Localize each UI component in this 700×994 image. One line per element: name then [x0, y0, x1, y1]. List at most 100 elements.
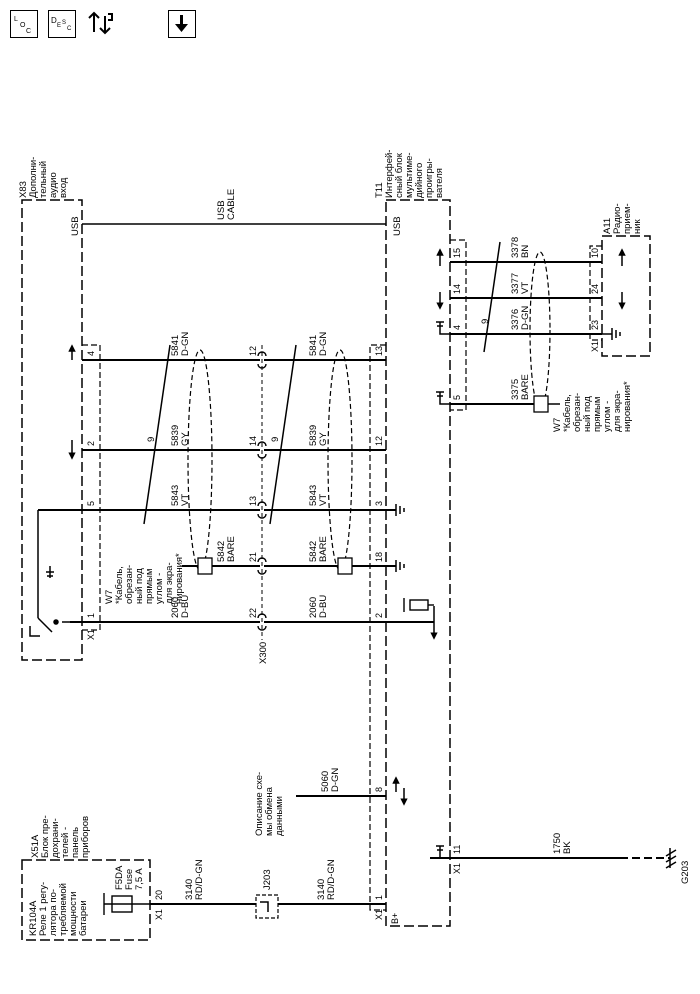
w2060-color-a: D-BU [180, 595, 191, 618]
w3376-color: D-GN [520, 306, 531, 330]
a11-desc-2: ник [632, 218, 643, 234]
j203-id: J203 [262, 869, 273, 890]
wire-5843 [37, 509, 396, 618]
w5842-color-a: BARE [226, 536, 237, 562]
twist-label-a: 9 [146, 437, 157, 442]
w5841-color-a: D-GN [180, 332, 191, 356]
t11-desc-2: мультиме- [404, 152, 415, 198]
t11-usb-label: USB [392, 216, 403, 236]
w2060-circuit-a: 2060 [170, 597, 181, 618]
comm-desc-1: мы обмена [264, 786, 275, 836]
kr104a-desc-2: требляемой [58, 883, 69, 936]
w3140-color-a: RD/D-GN [194, 859, 205, 900]
kr104a-id: KR104A [28, 900, 39, 936]
w5841-circuit-a: 5841 [170, 335, 181, 356]
w3377-circuit: 3377 [510, 273, 521, 294]
w7b-line-1: *Кабель, [562, 394, 573, 432]
x83-module-box [21, 199, 101, 661]
x83-pin-2: 2 [86, 441, 96, 446]
twist-label-b: 9 [270, 437, 281, 442]
diagnostic-arrows-wrench-icon [88, 11, 113, 35]
usb-cable-label-1: CABLE [226, 189, 237, 220]
w5842-circuit-a: 5842 [216, 541, 227, 562]
w7b-line-7: нирования* [622, 381, 633, 432]
arrow-down-icon [175, 15, 188, 32]
t11-pin-15: 15 [452, 248, 462, 258]
download-button[interactable] [168, 10, 196, 38]
diagnostic-button[interactable] [86, 10, 114, 38]
x300-connector [257, 345, 267, 640]
description-button[interactable]: D E S C [48, 10, 76, 38]
w5839-color-b: GY [318, 432, 329, 446]
w5060-circuit: 5060 [320, 771, 331, 792]
w1750-color: BK [562, 841, 573, 854]
kr104a-desc-0: Реле 1 регу- [38, 882, 49, 936]
t11-desc-1: сный блок [394, 152, 405, 198]
fuse-desc-0: Fuse [124, 869, 135, 890]
w7a-line-6: для экра- [164, 562, 175, 604]
loc-glyph-c: C [26, 28, 31, 35]
t11-id: T11 [374, 182, 385, 198]
w7a-line-3: ный под [134, 568, 145, 604]
twisted-pair-slashes [143, 241, 501, 525]
w5060-color: D-GN [330, 768, 341, 792]
toolbar: L O C D E S C [8, 6, 208, 46]
w5843-color-b: VT [318, 494, 329, 506]
w5842-circuit-b: 5842 [308, 541, 319, 562]
a11-pin-10: 10 [590, 248, 600, 258]
w7a-line-4: прямым [144, 569, 155, 604]
w3140-circuit-b: 3140 [316, 879, 327, 900]
location-icon: L O C [14, 16, 31, 35]
x83-desc-3: вход [58, 177, 69, 198]
x83-usb-label: USB [70, 216, 81, 236]
w3378-circuit: 3378 [510, 237, 521, 258]
t11-pin-2: 2 [374, 613, 384, 618]
w2060-circuit-b: 2060 [308, 597, 319, 618]
x300-pin-21: 21 [248, 552, 258, 562]
x300-pin-22: 22 [248, 608, 258, 618]
twist-label-c: 9 [480, 319, 491, 324]
x51a-pin-20: 20 [154, 890, 164, 900]
t11-pin-14: 14 [452, 284, 462, 294]
w5841-color-b: D-GN [318, 332, 329, 356]
x300-pin-14: 14 [248, 436, 258, 446]
w7b-line-6: для экра- [612, 390, 623, 432]
shield-drain-boxes [197, 395, 549, 575]
loc-glyph-l: L [14, 16, 18, 23]
location-button[interactable]: L O C [10, 10, 38, 38]
x83-pin-4: 4 [86, 351, 96, 356]
t11-connector-x1: X1 [374, 909, 384, 920]
w5842-color-b: BARE [318, 536, 329, 562]
g203-id: G203 [680, 861, 691, 884]
x51a-desc-4: приборов [80, 816, 91, 858]
desc-glyph-s: S [62, 20, 66, 26]
w3140-circuit-a: 3140 [184, 879, 195, 900]
w3375-circuit: 3375 [510, 379, 521, 400]
a11-connector-x1: X1 [590, 341, 600, 352]
x83-id: X83 [18, 181, 29, 198]
rotated-labels: X83 Дополни- тельный аудио вход USB USB … [18, 150, 691, 936]
x51a-desc-3: панель [70, 827, 81, 858]
t11-pin-4: 4 [452, 325, 462, 330]
w7b-line-5: углом - [602, 401, 613, 432]
kr104a-desc-3: мощности [68, 891, 79, 936]
ground-symbols [46, 321, 621, 859]
x83-pin-5: 5 [86, 501, 96, 506]
usb-cable-label-0: USB [216, 200, 227, 220]
x83-desc-0: Дополни- [28, 157, 39, 198]
signal-arrows [68, 248, 626, 806]
loc-glyph-o: O [20, 22, 26, 29]
fuse-desc-1: 7,5 A [134, 868, 145, 890]
x51a-desc-0: Блок пре- [40, 815, 51, 858]
t11-pin-12: 12 [374, 436, 384, 446]
description-icon: D E S C [51, 16, 72, 32]
w3376-circuit: 3376 [510, 309, 521, 330]
w1750-circuit: 1750 [552, 833, 563, 854]
a11-pin-23: 23 [590, 320, 600, 330]
x51a-connector-x1: X1 [154, 909, 164, 920]
w5843-circuit-a: 5843 [170, 485, 181, 506]
t11-bplus: B+ [390, 913, 400, 924]
t11-desc-0: Интерфей- [384, 150, 395, 198]
w3375-color: BARE [520, 374, 531, 400]
